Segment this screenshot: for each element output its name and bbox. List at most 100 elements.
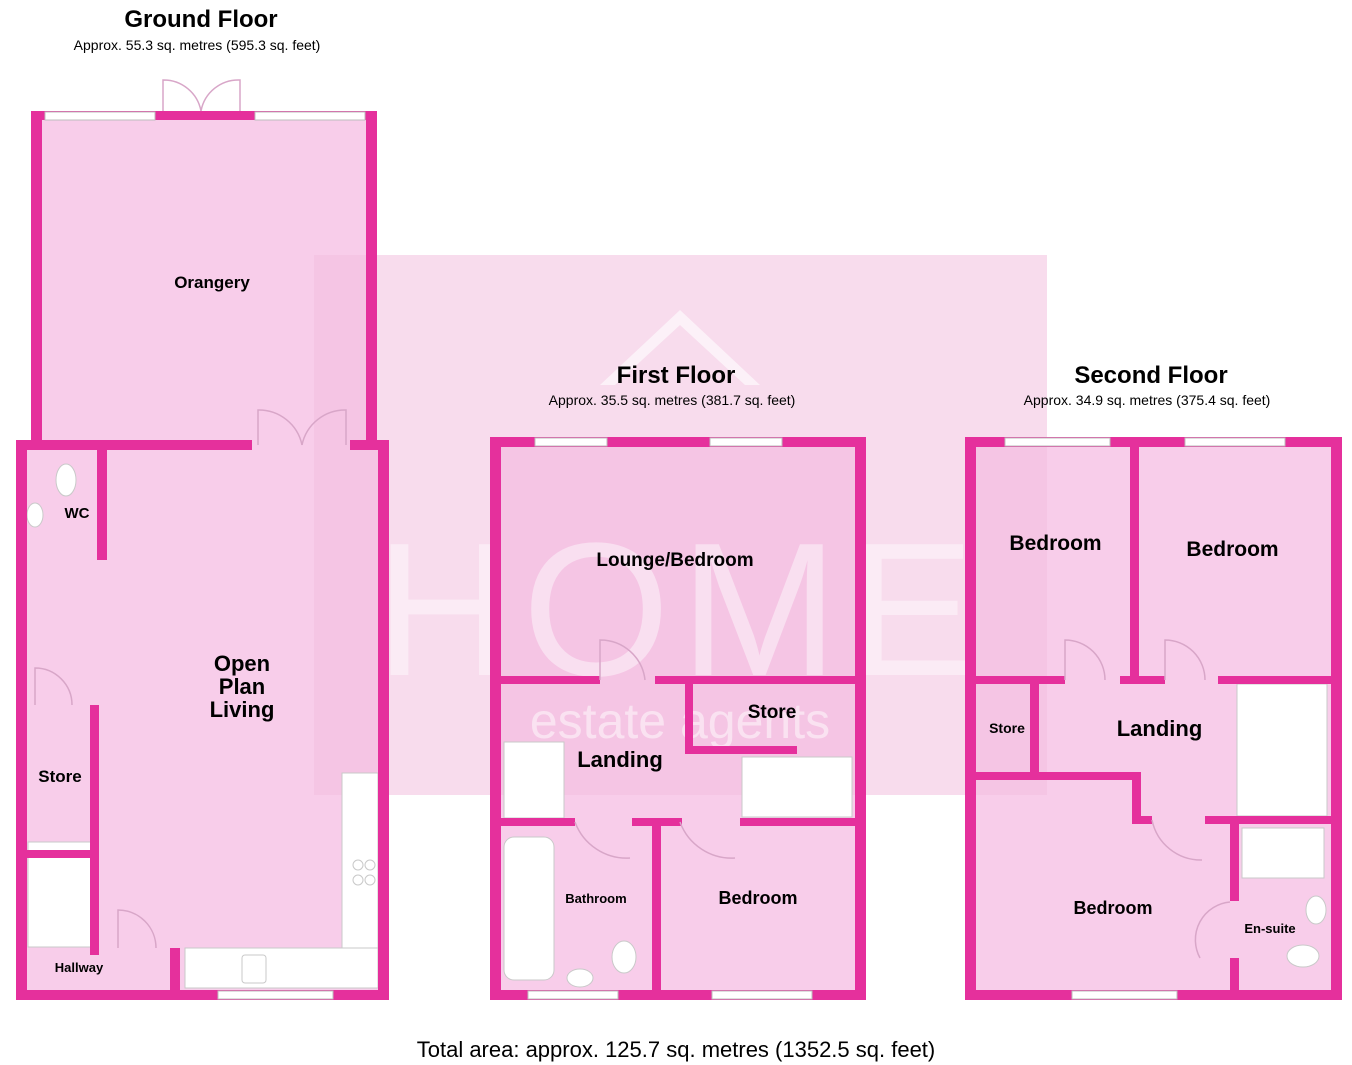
basin-icon	[1305, 895, 1327, 925]
first-stairs-left	[503, 741, 565, 819]
second-floor-title: Second Floor	[1074, 362, 1228, 389]
wall	[490, 437, 501, 1000]
first-stairs-right	[741, 756, 853, 818]
window	[709, 437, 783, 447]
window	[1004, 437, 1111, 447]
wall	[16, 440, 252, 450]
toilet-icon	[611, 940, 637, 974]
room-label-second-landing: Landing	[1116, 716, 1203, 741]
first-floor-title: First Floor	[616, 362, 736, 389]
watermark-tagline: estate agents	[530, 693, 830, 749]
ground-floor-area: Approx. 55.3 sq. metres (595.3 sq. feet)	[73, 37, 321, 53]
wall	[740, 818, 866, 826]
wall	[965, 772, 1140, 780]
room-label-ground-store: Store	[38, 767, 82, 786]
window	[1184, 437, 1286, 447]
wall	[1132, 772, 1141, 824]
room-label-bathroom: Bathroom	[565, 891, 627, 906]
wall	[350, 440, 389, 450]
second-stairs	[1236, 683, 1328, 817]
wall	[1205, 816, 1342, 824]
window	[254, 111, 366, 121]
door-icon	[257, 409, 303, 446]
room-label-wc: WC	[64, 505, 90, 522]
first-floor-area: Approx. 35.5 sq. metres (381.7 sq. feet)	[548, 392, 796, 408]
wall	[1030, 684, 1039, 774]
wall	[965, 437, 976, 1000]
wall	[490, 676, 600, 684]
wall	[31, 111, 377, 120]
french-door-icon	[200, 79, 241, 112]
wall	[1230, 958, 1239, 1000]
toilet-icon	[1286, 944, 1320, 968]
window	[711, 990, 813, 1000]
hob-icon	[364, 874, 376, 886]
basin-icon	[566, 968, 594, 988]
hob-icon	[352, 859, 364, 871]
door-icon	[679, 821, 736, 859]
shower-icon	[1241, 827, 1325, 879]
window	[534, 437, 608, 447]
watermark-logo: HOME estate agents	[314, 255, 1047, 795]
watermark-panel	[314, 255, 1047, 795]
room-label-first-landing: Landing	[577, 747, 663, 772]
room-label-second-bedroom-bottom: Bedroom	[1073, 898, 1153, 918]
wall	[27, 850, 95, 858]
door-icon	[574, 821, 631, 859]
door-icon	[1194, 901, 1231, 959]
wall	[97, 450, 107, 560]
window	[44, 111, 156, 121]
wall	[1331, 437, 1342, 1000]
window	[1071, 990, 1178, 1000]
wall	[16, 990, 389, 1000]
windows	[44, 111, 1286, 1000]
wall	[366, 111, 377, 450]
room-label-lounge-bedroom: Lounge/Bedroom	[596, 550, 754, 571]
wall	[31, 111, 42, 450]
wall	[490, 990, 866, 1000]
window	[527, 990, 619, 1000]
fixtures	[26, 463, 1328, 989]
wall	[90, 705, 99, 955]
ground-stairs	[27, 841, 95, 948]
wall	[1218, 676, 1342, 684]
door-icon	[117, 909, 157, 949]
room-label-open-plan-living: Open Plan Living	[209, 651, 275, 723]
door-icon	[1164, 639, 1206, 681]
wall	[655, 676, 866, 684]
door-icon	[1151, 819, 1203, 861]
room-label-ensuite: En-suite	[1244, 921, 1296, 936]
room-label-second-bedroom-right: Bedroom	[1186, 538, 1279, 561]
kitchen-counter-bottom	[184, 947, 379, 989]
basin-icon	[26, 502, 44, 528]
toilet-icon	[55, 463, 77, 497]
room-label-second-bedroom-left: Bedroom	[1009, 532, 1102, 555]
hob-icon	[352, 874, 364, 886]
wall	[16, 440, 27, 1000]
hob-icon	[364, 859, 376, 871]
watermark-brand: HOME	[375, 504, 985, 716]
sink-icon	[241, 954, 267, 984]
room-label-second-store: Store	[989, 720, 1025, 736]
second-floor-area: Approx. 34.9 sq. metres (375.4 sq. feet)	[1023, 392, 1271, 408]
wall	[1132, 816, 1152, 824]
doors	[34, 79, 1231, 959]
room-label-first-store: Store	[747, 702, 797, 723]
wall	[652, 818, 661, 1000]
room-label-hallway: Hallway	[54, 960, 104, 975]
bath-icon	[503, 836, 555, 981]
wall	[685, 684, 693, 754]
wall	[490, 437, 866, 447]
wall	[490, 818, 575, 826]
wall	[965, 676, 1065, 684]
wall	[1230, 816, 1239, 901]
ground-floor-title: Ground Floor	[124, 6, 278, 33]
door-icon	[599, 639, 646, 681]
wall	[1120, 676, 1165, 684]
wall	[965, 437, 1342, 447]
watermark-roof-icon	[600, 310, 760, 385]
total-area: Total area: approx. 125.7 sq. metres (13…	[416, 1037, 936, 1062]
door-icon	[301, 409, 347, 446]
door-icon	[34, 667, 73, 706]
